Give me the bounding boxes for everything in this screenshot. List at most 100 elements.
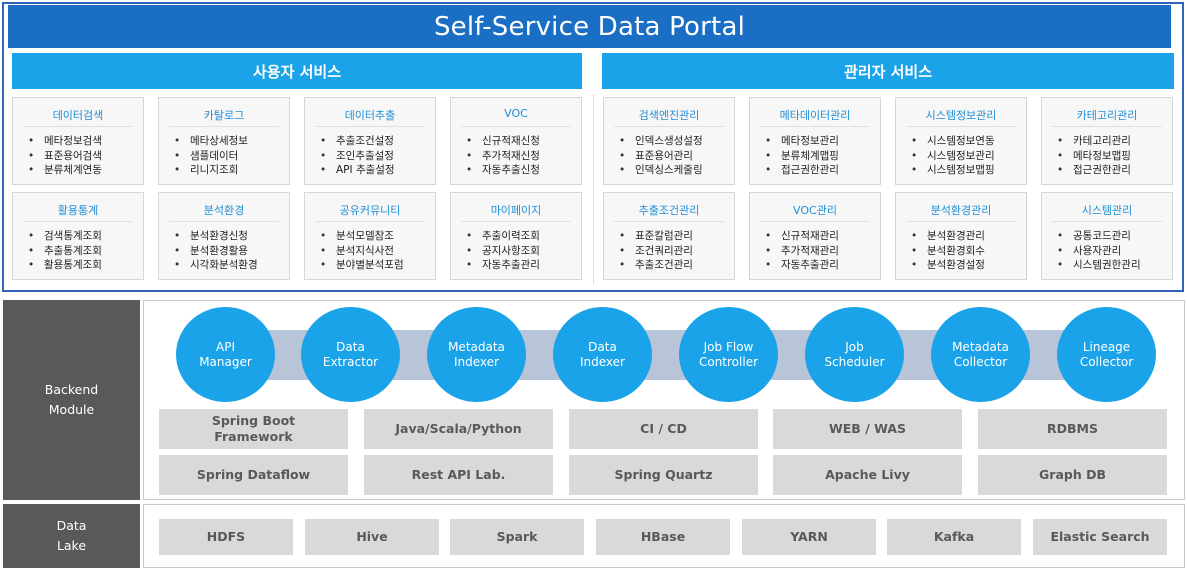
admin-service-card: 시스템관리공통코드관리사용자관리시스템권한관리 <box>1041 192 1173 280</box>
card-divider <box>315 126 425 127</box>
user-service-card-title: 데이터추출 <box>344 109 396 122</box>
tech-label-line: Spring Quartz <box>614 467 713 482</box>
admin-service-card: 카테고리관리카테고리관리메타정보맵핑접근권한관리 <box>1041 97 1173 185</box>
list-item: 조건쿼리관리 <box>619 244 693 259</box>
list-item: 리니지조회 <box>174 163 248 178</box>
admin-service-card-title: VOC관리 <box>793 204 837 217</box>
list-item: 추출조건관리 <box>619 258 693 273</box>
list-item: 공통코드관리 <box>1057 229 1141 244</box>
data-lake-label-text: YARN <box>790 529 828 544</box>
list-item: 인덱스생성설정 <box>619 134 703 149</box>
module-label-line: API <box>216 339 235 354</box>
user-service-card: 카탈로그메타상세정보샘플데이터리니지조회 <box>158 97 290 185</box>
list-item: 분석모델참조 <box>320 229 404 244</box>
user-service-card-title: VOC <box>504 107 528 120</box>
list-item: 분석환경활용 <box>174 244 258 259</box>
list-item: 시스템정보맵핑 <box>911 163 995 178</box>
user-service-card: 공유커뮤니티분석모델참조분석지식사전분야별분석포럼 <box>304 192 436 280</box>
admin-service-header: 관리자 서비스 <box>602 53 1174 89</box>
module-label-line: Scheduler <box>824 354 885 369</box>
list-item: 추가적재관리 <box>765 244 839 259</box>
module-label-line: Collector <box>953 354 1008 369</box>
module-label-line: Lineage <box>1082 339 1131 354</box>
list-item: 표준용어관리 <box>619 149 703 164</box>
list-item: 추출이력조회 <box>466 229 540 244</box>
admin-service-card-title: 추출조건관리 <box>638 204 700 217</box>
module-label-line: Indexer <box>454 354 499 369</box>
card-divider <box>760 126 870 127</box>
user-service-card-list: 분석환경신청분석환경활용시각화분석환경 <box>174 229 258 273</box>
admin-service-card-list: 시스템정보연동시스템정보관리시스템정보맵핑 <box>911 134 995 178</box>
tech-label-line: Spring Dataflow <box>196 467 311 482</box>
card-divider <box>315 221 425 222</box>
admin-service-card-list: 인덱스생성설정표준용어관리인덱싱스케줄링 <box>619 134 703 178</box>
admin-service-card-list: 분석환경관리분석환경회수분석환경설정 <box>911 229 985 273</box>
list-item: 자동추출신청 <box>466 163 540 178</box>
list-item: 자동추출관리 <box>466 258 540 273</box>
data-lake-label-text: Kafka <box>933 529 975 544</box>
card-divider <box>614 126 724 127</box>
list-item: 공지사항조회 <box>466 244 540 259</box>
tech-box: Graph DB <box>978 455 1167 495</box>
card-divider <box>614 221 724 222</box>
service-divider <box>593 94 594 284</box>
tech-label-line: CI / CD <box>640 421 687 436</box>
data-lake-label-text: Elastic Search <box>1050 529 1150 544</box>
tech-label-line: Java/Scala/Python <box>395 421 522 436</box>
user-service-card-list: 신규적재신청추가적재신청자동추출신청 <box>466 134 540 178</box>
admin-service-card: 추출조건관리표준칼럼관리조건쿼리관리추출조건관리 <box>603 192 735 280</box>
admin-service-card: VOC관리신규적재관리추가적재관리자동추출관리 <box>749 192 881 280</box>
data-lake-box: Spark <box>450 519 584 555</box>
module-label-line: Job Flow <box>703 339 754 354</box>
user-service-card: 데이터검색메타정보검색표준용어검색분류체계연동 <box>12 97 144 185</box>
user-service-card-list: 메타상세정보샘플데이터리니지조회 <box>174 134 248 178</box>
tech-box: Java/Scala/Python <box>364 409 553 449</box>
portal-title: Self-Service Data Portal <box>8 5 1171 48</box>
module-label-line: Controller <box>698 354 759 369</box>
user-service-card-title: 분석환경 <box>203 204 245 217</box>
data-lake-label-text: HDFS <box>206 529 246 544</box>
module-label-line: Indexer <box>580 354 625 369</box>
backend-label-line2: Module <box>48 402 95 417</box>
list-item: 표준칼럼관리 <box>619 229 693 244</box>
admin-service-card: 시스템정보관리시스템정보연동시스템정보관리시스템정보맵핑 <box>895 97 1027 185</box>
list-item: 접근권한관리 <box>765 163 839 178</box>
admin-service-card-list: 메타정보관리분류체계맵핑접근권한관리 <box>765 134 839 178</box>
list-item: 분석환경설정 <box>911 258 985 273</box>
user-service-card-title: 마이페이지 <box>490 204 542 217</box>
user-service-card: 마이페이지추출이력조회공지사항조회자동추출관리 <box>450 192 582 280</box>
tech-label-line: RDBMS <box>1047 421 1098 436</box>
data-lake-box: HBase <box>596 519 730 555</box>
card-divider <box>23 221 133 222</box>
list-item: 메타정보맵핑 <box>1057 149 1131 164</box>
list-item: 시각화분석환경 <box>174 258 258 273</box>
list-item: 신규적재신청 <box>466 134 540 149</box>
card-divider <box>1052 221 1162 222</box>
data-lake-label: Data Lake <box>3 504 140 568</box>
card-divider <box>461 126 571 127</box>
user-service-card-list: 추출조건설정조인추출설정API 추출설정 <box>320 134 395 178</box>
card-divider <box>23 126 133 127</box>
module-label-line: Manager <box>199 354 252 369</box>
user-service-card-list: 분석모델참조분석지식사전분야별분석포럼 <box>320 229 404 273</box>
backend-label-line1: Backend <box>44 382 99 397</box>
list-item: 조인추출설정 <box>320 149 395 164</box>
card-divider <box>461 221 571 222</box>
user-service-card-title: 데이터검색 <box>52 109 104 122</box>
user-service-card: 데이터추출추출조건설정조인추출설정API 추출설정 <box>304 97 436 185</box>
list-item: 메타정보검색 <box>28 134 102 149</box>
data-lake-box: HDFS <box>159 519 293 555</box>
admin-service-card: 검색엔진관리인덱스생성설정표준용어관리인덱싱스케줄링 <box>603 97 735 185</box>
backend-module-label: Backend Module <box>3 300 140 500</box>
admin-service-card-title: 검색엔진관리 <box>638 109 700 122</box>
data-lake-label-text: Spark <box>496 529 538 544</box>
admin-service-card-list: 신규적재관리추가적재관리자동추출관리 <box>765 229 839 273</box>
user-service-card-list: 추출이력조회공지사항조회자동추출관리 <box>466 229 540 273</box>
data-lake-label-line1: Data <box>56 518 87 533</box>
list-item: 시스템권한관리 <box>1057 258 1141 273</box>
admin-service-card-title: 메타데이터관리 <box>779 109 851 122</box>
list-item: 카테고리관리 <box>1057 134 1131 149</box>
